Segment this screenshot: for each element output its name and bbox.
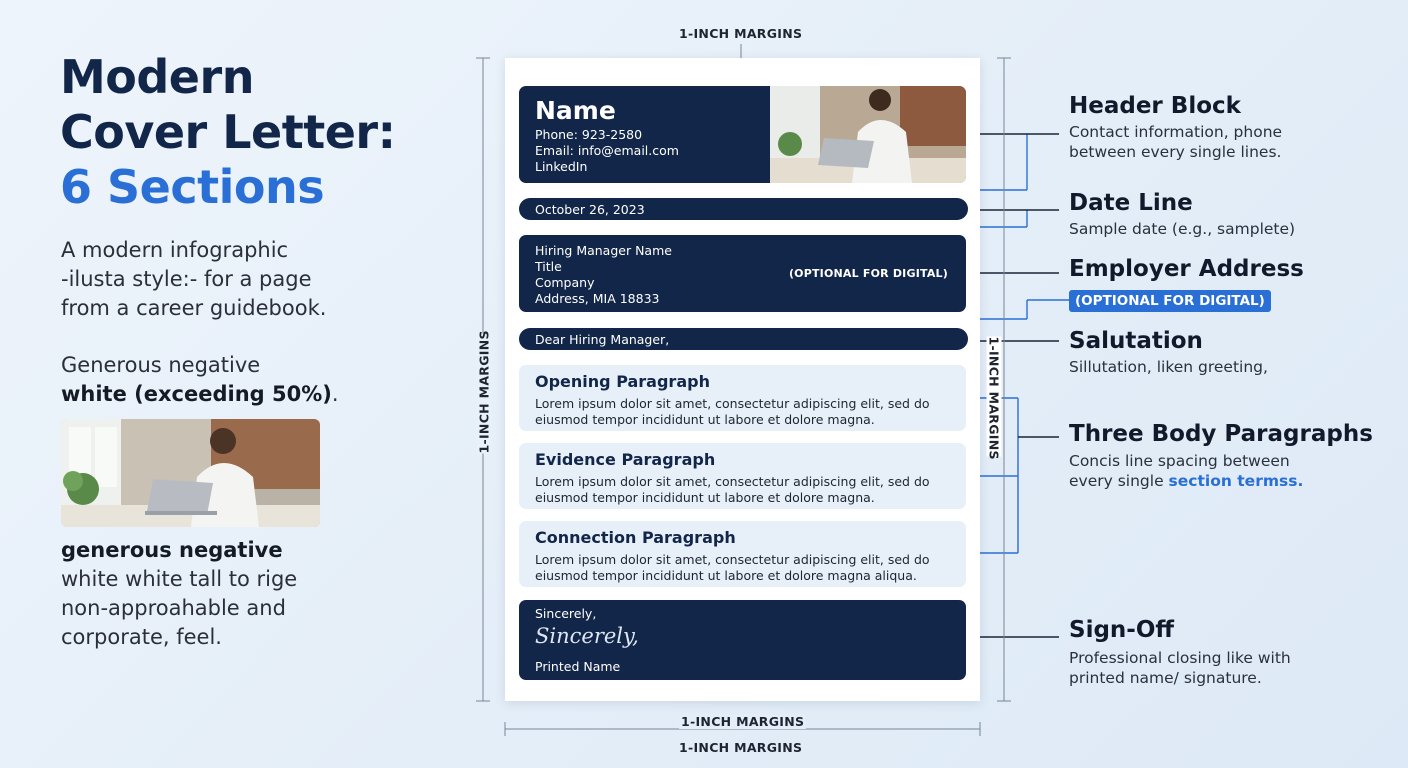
header-name: Name [535, 96, 616, 125]
annotation-title: Salutation [1069, 328, 1203, 354]
header-phone: Phone: 923-2580 [535, 127, 643, 142]
paragraph-text: Lorem ipsum dolor sit amet, consectetur … [535, 552, 955, 584]
person-laptop-photo [61, 419, 320, 527]
opening-paragraph: Opening Paragraph Lorem ipsum dolor sit … [519, 365, 966, 431]
right-margin-label: 1-INCH MARGINS [986, 336, 1002, 460]
sign-off-block: Sincerely, Sincerely, Printed Name [519, 600, 966, 680]
corporate-feel-note: generous negative white white tall to ri… [61, 536, 381, 652]
annotation-employer-address: Employer Address [1069, 256, 1304, 282]
date-text: October 26, 2023 [535, 202, 645, 217]
sign-off-closing: Sincerely, [535, 606, 597, 621]
paragraph-text: Lorem ipsum dolor sit amet, consectetur … [535, 474, 955, 506]
annotation-title: Three Body Paragraphs [1069, 421, 1373, 447]
employer-optional-label: (OPTIONAL FOR DIGITAL) [788, 267, 948, 280]
optional-badge: (OPTIONAL FOR DIGITAL) [1069, 290, 1271, 312]
annotation-line-1: Concis line spacing between [1069, 452, 1290, 470]
annotation-title: Date Line [1069, 190, 1193, 216]
header-email: Email: info@email.com [535, 143, 679, 158]
annotation-title: Sign-Off [1069, 617, 1175, 643]
annotation-line-1: Sample date (e.g., samplete) [1069, 220, 1296, 238]
title-line-2: Cover Letter: [60, 105, 396, 159]
corp-note-line-2: white white tall to rige [61, 567, 298, 591]
paragraph-heading: Connection Paragraph [535, 528, 736, 547]
left-margin-label: 1-INCH MARGINS [476, 330, 492, 454]
connection-paragraph: Connection Paragraph Lorem ipsum dolor s… [519, 521, 966, 587]
header-linkedin: LinkedIn [535, 159, 588, 174]
signature: Sincerely, [535, 624, 639, 648]
intro-text: A modern infographic -ilusta style:- for… [61, 236, 391, 323]
title-line-1: Modern [60, 50, 254, 104]
neg-note-tail: . [331, 382, 339, 406]
paragraph-heading: Opening Paragraph [535, 372, 710, 391]
annotation-line-2: printed name/ signature. [1069, 669, 1262, 687]
salutation-line: Dear Hiring Manager, [519, 328, 968, 350]
intro-line-1: A modern infographic [61, 238, 289, 262]
annotation-body-paragraphs: Three Body Paragraphs Concis line spacin… [1069, 421, 1373, 491]
annotation-title: Header Block [1069, 93, 1241, 119]
annotation-line-2: between every single lines. [1069, 143, 1282, 161]
annotation-header-block: Header Block Contact information, phone … [1069, 93, 1282, 162]
printed-name: Printed Name [535, 659, 621, 674]
paragraph-heading: Evidence Paragraph [535, 450, 716, 469]
employer-address-block: Hiring Manager Name Title Company Addres… [519, 235, 966, 312]
header-block: Name Phone: 923-2580 Email: info@email.c… [519, 86, 966, 183]
employer-line-2: Title [535, 259, 562, 274]
neg-note-line-1: Generous negative [61, 353, 261, 377]
negative-space-note: Generous negative white (exceeding 50%). [61, 351, 401, 409]
annotation-title: Employer Address [1069, 256, 1304, 282]
top-margin-label: 1-INCH MARGINS [679, 26, 803, 41]
evidence-paragraph: Evidence Paragraph Lorem ipsum dolor sit… [519, 443, 966, 509]
intro-line-3: from a career guidebook. [61, 296, 327, 320]
corp-note-line-4: corporate, feel. [61, 625, 222, 649]
annotation-sign-off: Sign-Off Professional closing like with … [1069, 617, 1291, 688]
paragraph-line-1: Lorem ipsum dolor sit amet, consectetur … [535, 396, 930, 411]
employer-line-1: Hiring Manager Name [535, 243, 672, 258]
annotation-highlight: section termss. [1168, 472, 1304, 490]
neg-note-bold: white (exceeding 50%) [61, 382, 332, 406]
annotation-salutation: Salutation Sillutation, liken greeting, [1069, 328, 1268, 377]
annotation-line-2: every single [1069, 472, 1169, 490]
annotation-line-1: Contact information, phone [1069, 123, 1283, 141]
page-title: Modern Cover Letter: 6 Sections [60, 50, 396, 215]
corp-note-line-3: non-approahable and [61, 596, 286, 620]
title-line-3: 6 Sections [60, 160, 325, 214]
header-photo [770, 86, 966, 183]
date-line: October 26, 2023 [519, 198, 968, 220]
employer-line-3: Company [535, 275, 595, 290]
annotation-line-1: Professional closing like with [1069, 649, 1291, 667]
annotation-date-line: Date Line Sample date (e.g., samplete) [1069, 190, 1295, 239]
intro-line-2: -ilusta style:- for a page [61, 267, 312, 291]
bottom-margin-label-1: 1-INCH MARGINS [679, 714, 807, 729]
paragraph-line-1: Lorem ipsum dolor sit amet, consectetur … [535, 474, 930, 489]
salutation-text: Dear Hiring Manager, [535, 332, 670, 347]
bottom-margin-label-2: 1-INCH MARGINS [679, 740, 803, 755]
employer-line-4: Address, MIA 18833 [535, 291, 660, 306]
corp-note-bold: generous negative [61, 538, 283, 562]
paragraph-line-2: eiusmod tempor incididunt ut labore et d… [535, 568, 917, 583]
paragraph-line-2: eiusmod tempor incididunt ut labore et d… [535, 490, 875, 505]
annotation-line-1: Sillutation, liken greeting, [1069, 358, 1268, 376]
paragraph-line-1: Lorem ipsum dolor sit amet, consectetur … [535, 552, 930, 567]
paragraph-line-2: eiusmod tempor incididunt ut labore et d… [535, 412, 875, 427]
paragraph-text: Lorem ipsum dolor sit amet, consectetur … [535, 396, 955, 428]
